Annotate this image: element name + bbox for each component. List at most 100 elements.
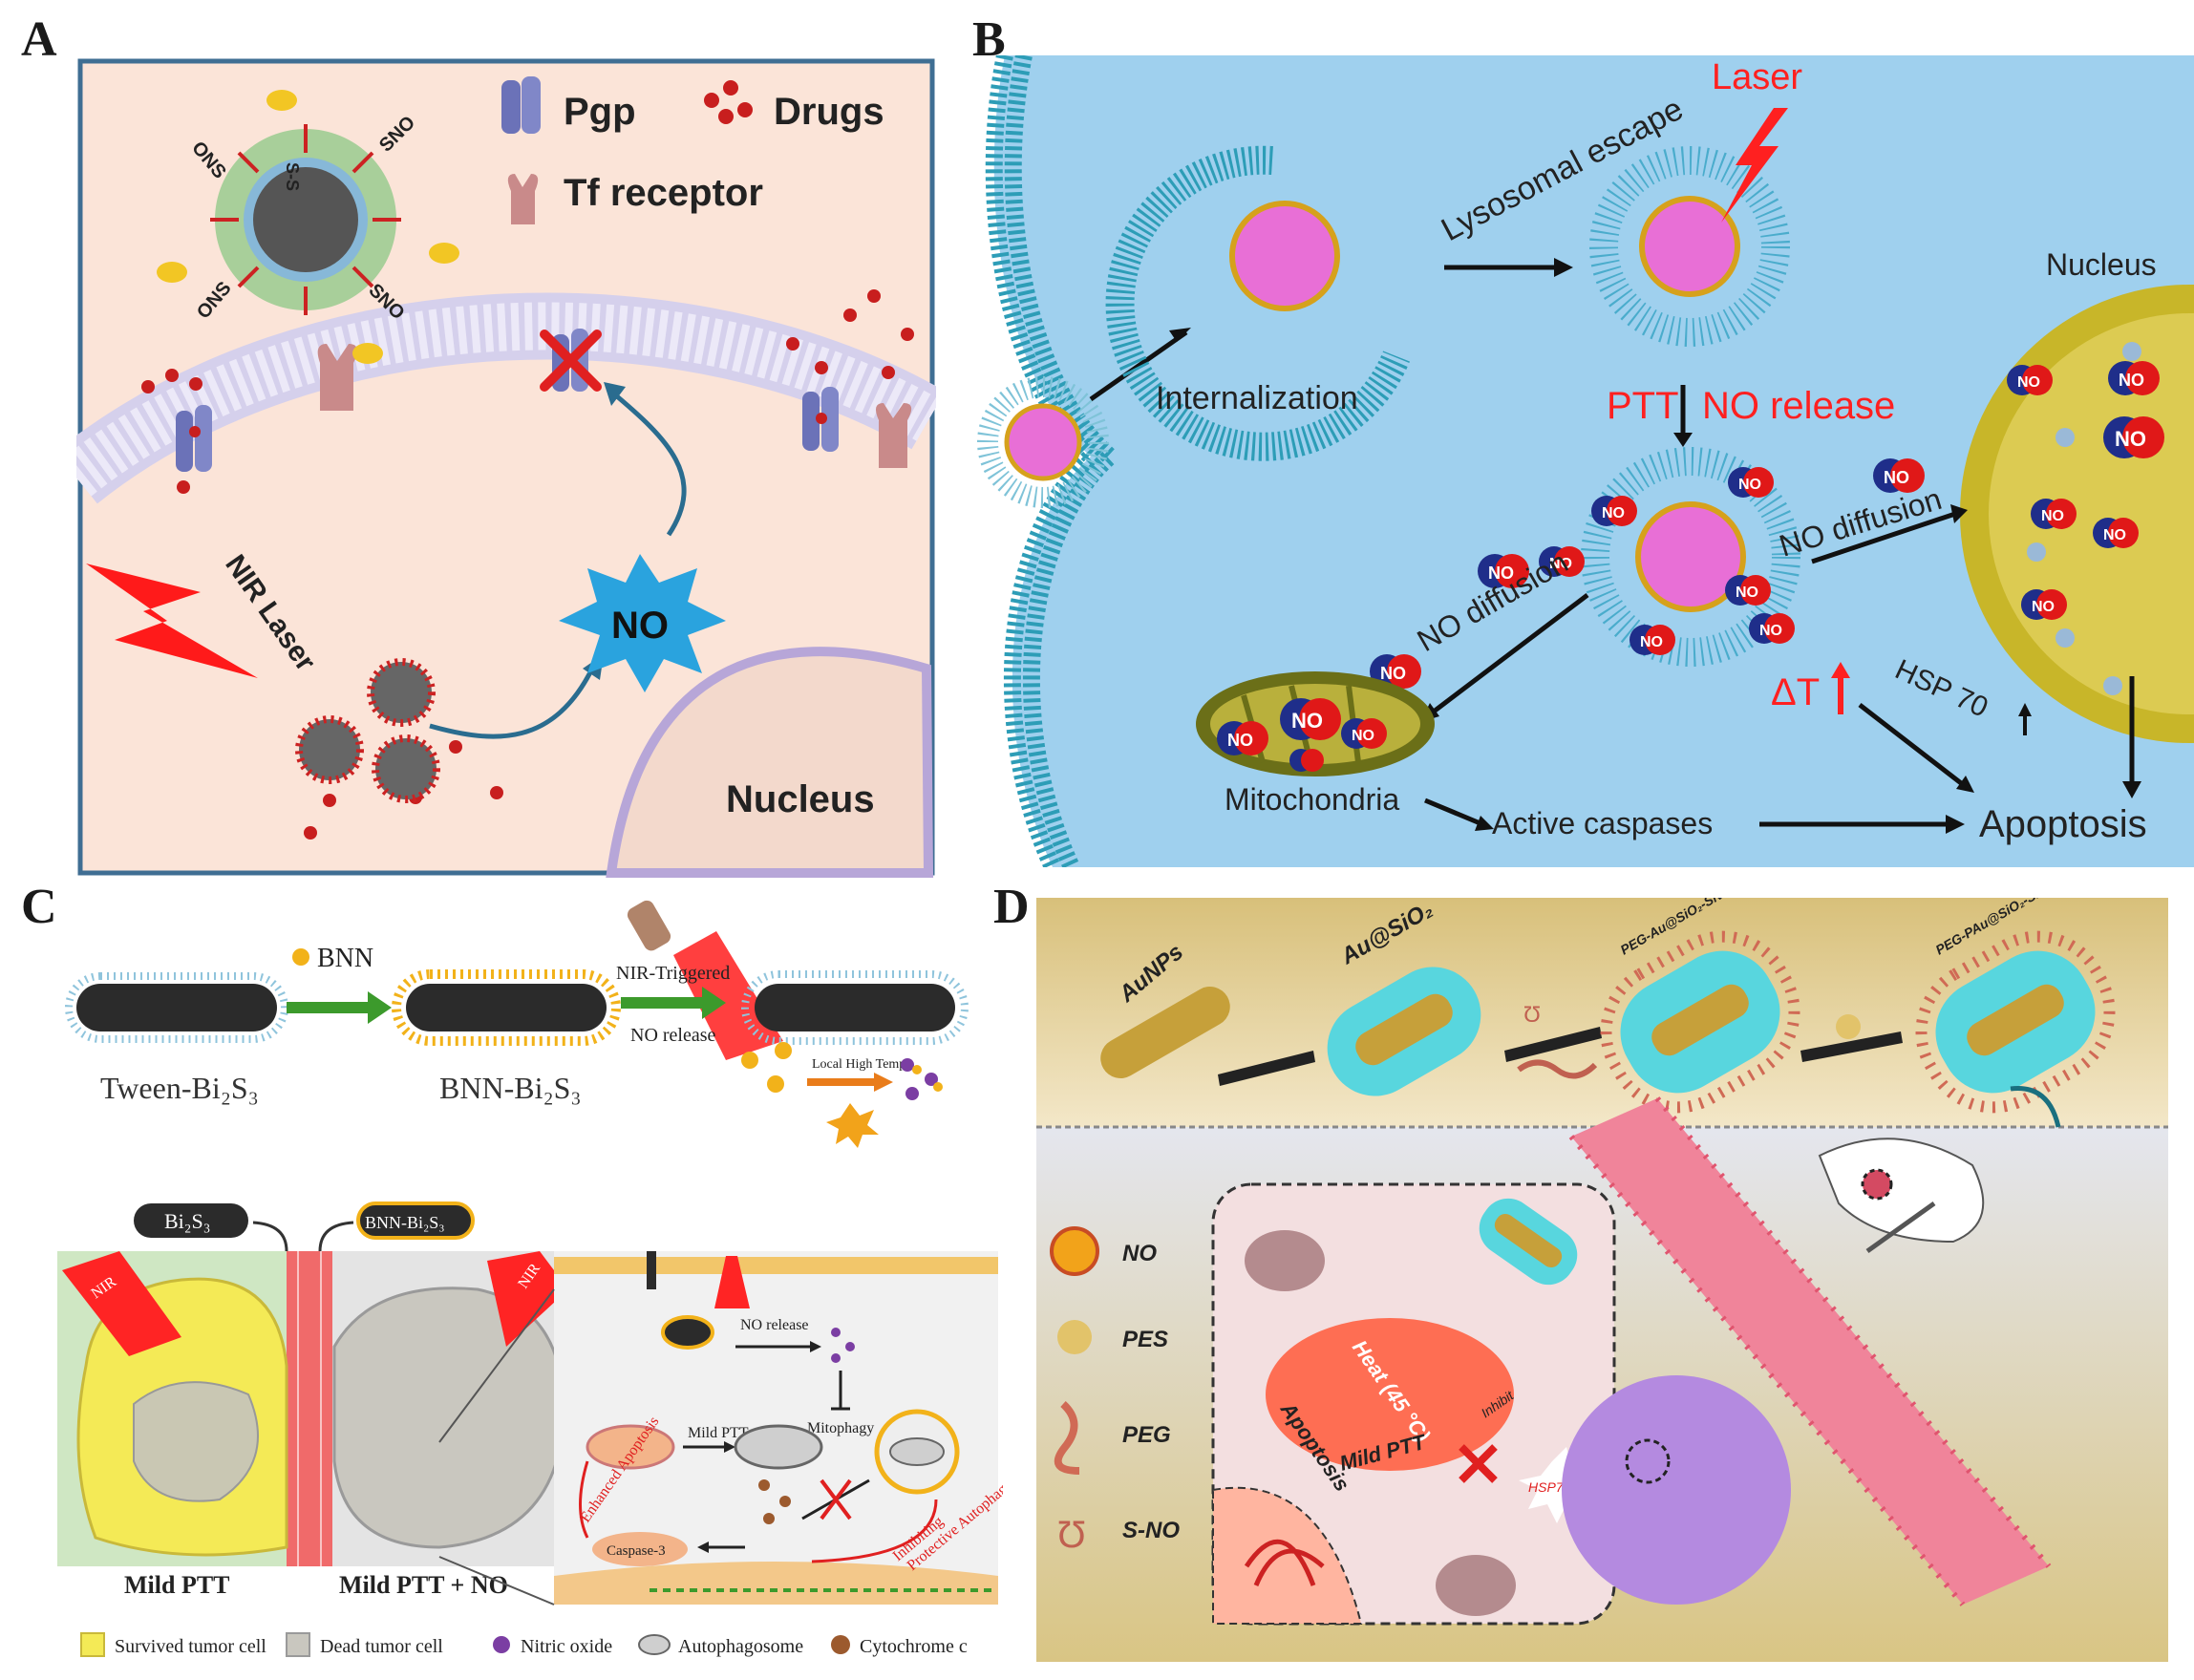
arrow-np-to-no — [429, 667, 595, 739]
sno-reagent-icon: Ʊ — [1523, 1002, 1541, 1028]
legend-pes-text: PES — [1122, 1327, 1168, 1352]
svg-text:NO: NO — [1549, 556, 1572, 572]
blood-vessel-d-icon — [1568, 1096, 2052, 1606]
svg-text:NO: NO — [2041, 508, 2064, 524]
pgp-pump-right-icon — [802, 387, 839, 452]
mitochondria-text: Mitochondria — [1225, 782, 1399, 817]
nanoparticle-large-icon — [210, 124, 401, 315]
mouse-tumor-icon — [1861, 1168, 1893, 1201]
active-caspases-text: Active caspases — [1492, 806, 1713, 840]
no-text: NO — [611, 605, 669, 647]
nitric-oxide-dots — [901, 1058, 938, 1100]
legend-pgp: Pgp — [564, 91, 636, 133]
legend-no-icon — [1050, 1226, 1099, 1276]
arrow-d-1 — [1218, 1051, 1315, 1086]
no-mito-icons: NO NO NO — [1217, 698, 1387, 772]
legend-survived-text: Survived tumor cell — [115, 1636, 266, 1657]
laser-bolt-icon — [1721, 108, 1788, 223]
bi2s3-tag-text: Bi₂S₃ — [164, 1209, 210, 1233]
released-no-icons — [741, 1042, 792, 1093]
nucleus-shape — [606, 647, 934, 878]
nanoparticle-small-icons — [295, 658, 440, 803]
arrow-internalization — [1089, 330, 1188, 402]
tumor-dead-mass — [332, 1287, 565, 1549]
nir-beam-left-icon — [62, 1251, 181, 1356]
lysosome-icon — [1105, 145, 1410, 461]
bnn-dot-icon — [292, 948, 309, 966]
svg-text:NO: NO — [2032, 599, 2055, 615]
cell-no-release-text: NO release — [740, 1317, 809, 1333]
au-sio2-icon — [1327, 967, 1481, 1096]
mito-damaged-icon — [734, 1424, 823, 1470]
mito-icon-2 — [1436, 1555, 1516, 1616]
arrow-d-3 — [1800, 1031, 1903, 1062]
panel-a: Pgp Drugs Tf receptor ONS SNO S-S ONS SN… — [76, 58, 936, 878]
mild-ptt-no-label: Mild PTT + NO — [339, 1571, 508, 1599]
no-release-text: NO release — [1702, 385, 1895, 427]
legend-autophagosome-text: Autophagosome — [678, 1636, 803, 1657]
no-release-top-text: NO release — [630, 1025, 716, 1046]
legend-autophagosome-icon — [638, 1634, 671, 1655]
inhibit-cross-icon — [820, 1478, 852, 1521]
mito-healthy-icon — [586, 1424, 675, 1470]
nucleus-inset — [1212, 1486, 1363, 1625]
apoptosis-text: Apoptosis — [1979, 803, 2147, 845]
legend-d: NO PES PEG Ʊ S-NO — [1050, 1226, 1180, 1556]
panel-d-label: D — [993, 880, 1030, 934]
panel-c-label: C — [21, 880, 57, 934]
legend-tf-receptor: Tf receptor — [564, 172, 763, 214]
mouse-icon — [1818, 1138, 1985, 1244]
nir-laser-bolt-icon — [86, 564, 258, 678]
legend-c: Survived tumor cell Dead tumor cell Nitr… — [80, 1632, 968, 1657]
bnn-bi2s3-text: BNN-Bi₂S₃ — [439, 1071, 582, 1105]
panel-c: Tween-Bi₂S₃ BNN BNN-Bi₂S₃ NIR-Triggered … — [57, 900, 1003, 1657]
panel-a-label: A — [21, 12, 57, 67]
tumor-d-icon — [1562, 1375, 1791, 1605]
svg-text:NO: NO — [1736, 585, 1758, 601]
peg-au-sio2-icon — [1600, 930, 1800, 1114]
tf-receptor-right-icon — [875, 403, 912, 468]
tween-bi2s3-text: Tween-Bi₂S₃ — [100, 1071, 259, 1105]
legend-dead-icon — [286, 1632, 310, 1657]
pgp-legend-icon — [501, 76, 541, 134]
ligand-cargo-icons — [157, 90, 459, 364]
np-in-vesicle-icon — [661, 1315, 714, 1350]
au-nanorod-icon — [1100, 987, 1230, 1078]
bnn-text: BNN — [317, 944, 373, 973]
np-inset-icon — [1479, 1198, 1578, 1286]
caspase3-icon — [592, 1532, 688, 1566]
svg-text:NO: NO — [1738, 477, 1761, 493]
mito-icon-1 — [1245, 1230, 1325, 1291]
heat-burst-icon — [826, 1103, 879, 1148]
svg-text:NO: NO — [1488, 564, 1514, 583]
syringe-icon — [1865, 1201, 1936, 1254]
legend-drugs: Drugs — [774, 91, 884, 133]
drugs-legend-icon — [704, 80, 753, 124]
bnn-bi2s3-tag-icon — [356, 1202, 475, 1240]
nucleus-text: Nucleus — [726, 778, 875, 820]
nucleus-b-text: Nucleus — [2046, 247, 2157, 282]
svg-text:NO: NO — [1884, 468, 1909, 487]
legend-sno-text: S-NO — [1122, 1518, 1180, 1543]
bnn-bi2s3-tag-text: BNN-Bi₂S₃ — [365, 1213, 445, 1232]
inhibit-x-icon — [1459, 1444, 1498, 1483]
np-entering-icon — [977, 376, 1109, 508]
svg-text:NO: NO — [2103, 527, 2126, 543]
svg-text:NO: NO — [1640, 634, 1663, 650]
internalization-text: Internalization — [1156, 380, 1358, 416]
bnn-bi2s3-icon — [392, 969, 621, 1046]
panel-d: AuNPs Au@SiO₂ Ʊ PEG-Au@SiO₂-SNO PEG-PAu@… — [1036, 898, 2168, 1662]
legend-survived-icon — [80, 1632, 105, 1657]
peg-pau-sio2-icon — [1915, 930, 2116, 1114]
pes-reagent-icon — [1836, 1014, 1861, 1039]
legend-cytochrome-text: Cytochrome c — [860, 1636, 968, 1657]
caspase3-text: Caspase-3 — [607, 1543, 666, 1559]
svg-text:NO: NO — [1759, 623, 1782, 639]
arrow-no-diffusion-left — [1428, 593, 1589, 716]
local-high-temp-text: Local High Temp — [812, 1057, 905, 1072]
tf-receptor-icon — [317, 344, 357, 411]
np-release-icon — [1581, 447, 1800, 667]
svg-text:NO: NO — [1380, 664, 1406, 683]
svg-text:NO: NO — [1291, 709, 1323, 733]
svg-text:NO: NO — [2017, 374, 2040, 391]
